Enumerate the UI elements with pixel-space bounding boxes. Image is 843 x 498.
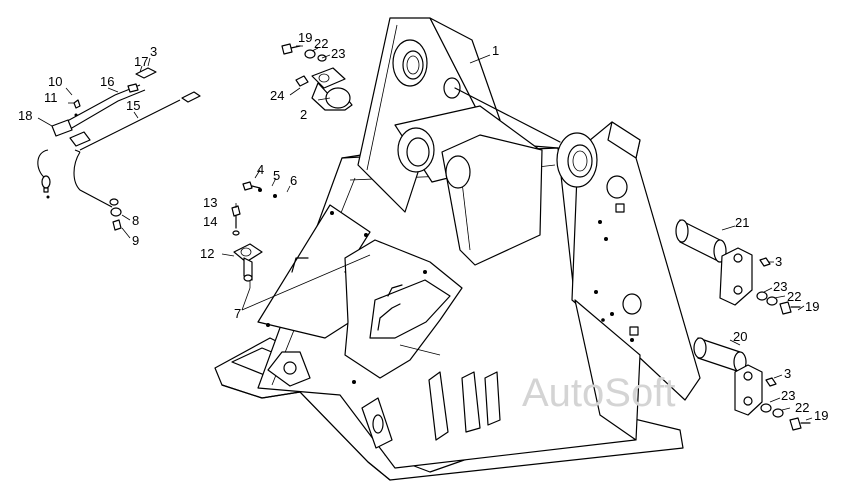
callout-13: 13 bbox=[203, 195, 217, 210]
callout-4: 4 bbox=[257, 162, 264, 177]
callout-19-pin20: 19 bbox=[814, 408, 828, 423]
watermark-text: AutoSoft bbox=[522, 371, 675, 415]
bolt-3-upper-right bbox=[759, 257, 771, 267]
pin-2-assembly bbox=[281, 43, 353, 111]
callout-3-pin21: 3 bbox=[775, 254, 782, 269]
callout-6: 6 bbox=[290, 173, 297, 188]
callout-11: 11 bbox=[44, 90, 58, 105]
callout-3-pin20: 3 bbox=[784, 366, 791, 381]
callout-22-top: 22 bbox=[314, 36, 328, 51]
callout-labels: 1 2 3 3 3 4 5 6 7 8 9 10 11 12 13 14 15 … bbox=[18, 30, 828, 423]
leader-lines bbox=[37, 45, 813, 421]
callout-22-pin21: 22 bbox=[787, 289, 801, 304]
callout-3-cable: 3 bbox=[150, 44, 157, 59]
callout-19-pin21: 19 bbox=[805, 299, 819, 314]
callout-16: 16 bbox=[100, 74, 114, 89]
callout-2: 2 bbox=[300, 107, 307, 122]
callout-24: 24 bbox=[270, 88, 284, 103]
callout-23-pin20: 23 bbox=[781, 388, 795, 403]
callout-9: 9 bbox=[132, 233, 139, 248]
hardware-4-5-6 bbox=[242, 181, 277, 198]
callout-10: 10 bbox=[48, 74, 62, 89]
pin-21-assembly bbox=[675, 219, 801, 315]
callout-17: 17 bbox=[134, 54, 148, 69]
pin-20-assembly bbox=[693, 337, 811, 431]
callout-14: 14 bbox=[203, 214, 217, 229]
callout-23-top: 23 bbox=[331, 46, 345, 61]
callout-12: 12 bbox=[200, 246, 214, 261]
callout-20: 20 bbox=[733, 329, 747, 344]
cover-plate-assembly bbox=[257, 204, 463, 384]
callout-23-pin21: 23 bbox=[773, 279, 787, 294]
callout-7: 7 bbox=[234, 306, 241, 321]
callout-22-pin20: 22 bbox=[795, 400, 809, 415]
callout-15: 15 bbox=[126, 98, 140, 113]
bolt-19-upper bbox=[281, 43, 301, 55]
callout-21: 21 bbox=[735, 215, 749, 230]
callout-18: 18 bbox=[18, 108, 32, 123]
callout-5: 5 bbox=[273, 168, 280, 183]
pin-12-assembly bbox=[231, 205, 263, 282]
callout-1: 1 bbox=[492, 43, 499, 58]
callout-8: 8 bbox=[132, 213, 139, 228]
cable-assembly bbox=[37, 67, 201, 231]
callout-19-top: 19 bbox=[298, 30, 312, 45]
